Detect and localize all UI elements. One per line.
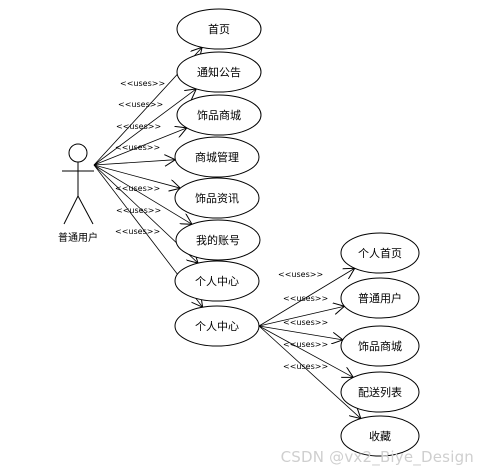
use-case-sub3-label: 饰品商城	[358, 339, 402, 353]
use-case-sub2-shape	[340, 277, 420, 319]
use-case-uc8-shape	[174, 305, 260, 347]
use-case-sub1-shape	[340, 232, 420, 274]
uses-label-uc2: <<uses>>	[118, 100, 163, 109]
actor-right-leg	[77, 195, 94, 225]
use-case-uc2[interactable]: 通知公告	[176, 51, 262, 93]
use-case-sub3[interactable]: 饰品商城	[340, 325, 420, 367]
connector-sub3	[258, 325, 343, 340]
connector-sub1	[258, 268, 355, 327]
use-case-uc1-shape	[176, 8, 262, 50]
uses-label-uc7: <<uses>>	[115, 227, 160, 236]
use-case-uc5-shape	[174, 177, 260, 219]
use-case-sub5-shape	[340, 415, 420, 457]
actor-head	[68, 143, 88, 163]
use-case-uc6-shape	[175, 219, 261, 261]
use-case-sub3-shape	[340, 325, 420, 367]
uses-label-sub4: <<uses>>	[283, 340, 328, 349]
use-case-uc8-label: 个人中心	[195, 320, 239, 333]
use-case-uc4[interactable]: 商城管理	[174, 136, 260, 178]
use-case-uc7-label: 个人中心	[195, 275, 239, 288]
use-case-uc7-shape	[174, 260, 260, 302]
uses-label-sub5: <<uses>>	[283, 362, 328, 371]
use-case-sub5[interactable]: 收藏	[340, 415, 420, 457]
use-case-sub1-label: 个人首页	[358, 246, 402, 260]
use-case-uc3-label: 饰品商城	[197, 108, 241, 122]
uses-label-uc6: <<uses>>	[116, 206, 161, 215]
use-case-uc4-label: 商城管理	[195, 150, 239, 164]
uses-label-uc4: <<uses>>	[115, 143, 160, 152]
uses-label-uc3: <<uses>>	[116, 122, 161, 131]
connector-uc4	[93, 160, 175, 165]
uses-label-sub1: <<uses>>	[278, 270, 323, 279]
use-case-sub4[interactable]: 配送列表	[340, 371, 420, 413]
connector-uc2	[93, 89, 196, 166]
watermark: CSDN @vx2_Biye_Design	[280, 448, 474, 466]
use-case-sub4-label: 配送列表	[358, 385, 402, 399]
connector-sub5	[258, 325, 361, 419]
use-case-sub5-label: 收藏	[369, 429, 391, 443]
use-case-uc7[interactable]: 个人中心	[174, 260, 260, 302]
use-case-sub1[interactable]: 个人首页	[340, 232, 420, 274]
use-case-uc1[interactable]: 首页	[176, 8, 262, 50]
use-cases: 首页通知公告饰品商城商城管理饰品资讯我的账号个人中心个人中心个人首页普通用户饰品…	[174, 8, 420, 457]
connectors: <<uses>> <<uses>> <<uses>> <<uses>> <<uses>>…	[93, 47, 361, 419]
connector-sub2	[258, 306, 344, 327]
use-case-sub4-shape	[340, 371, 420, 413]
connector-uc5	[93, 164, 180, 188]
uses-label-sub3: <<uses>>	[283, 318, 328, 327]
uses-label-uc1: <<uses>>	[120, 79, 165, 88]
uses-label-sub2: <<uses>>	[283, 294, 328, 303]
use-case-uc4-shape	[174, 136, 260, 178]
use-case-uc6[interactable]: 我的账号	[175, 219, 261, 261]
use-case-uc2-label: 通知公告	[197, 65, 241, 79]
actor-figure	[62, 143, 94, 225]
use-case-uc1-label: 首页	[208, 22, 230, 36]
connector-sub4	[258, 325, 353, 377]
actor-left-leg	[63, 195, 79, 225]
use-case-sub2-label: 普通用户	[358, 291, 402, 305]
use-case-uc3-shape	[176, 94, 262, 136]
use-case-uc5[interactable]: 饰品资讯	[174, 177, 260, 219]
uses-label-uc5: <<uses>>	[115, 184, 160, 193]
use-case-uc5-label: 饰品资讯	[195, 191, 239, 205]
use-case-uc8[interactable]: 个人中心	[174, 305, 260, 347]
connector-uc3	[93, 128, 187, 166]
actor-name: 普通用户	[58, 231, 98, 244]
use-case-uc3[interactable]: 饰品商城	[176, 94, 262, 136]
connector-uc6	[93, 164, 192, 224]
use-case-uc6-label: 我的账号	[196, 233, 240, 247]
use-case-sub2[interactable]: 普通用户	[340, 277, 420, 319]
use-case-uc2-shape	[176, 51, 262, 93]
